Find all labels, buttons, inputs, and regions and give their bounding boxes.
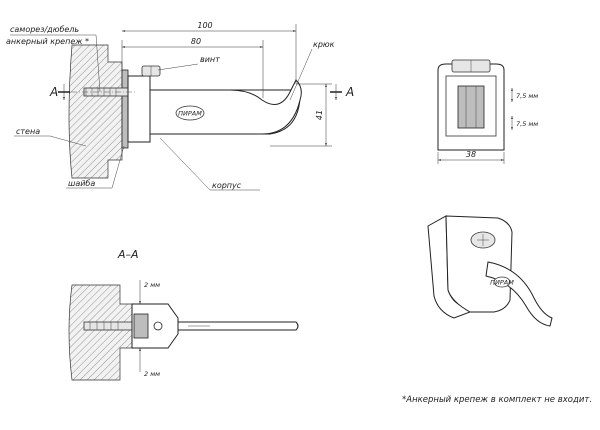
iso-brand-text: ПИРАМ [490,279,514,287]
footnote: *Анкерный крепеж в комплект не входит. [402,395,592,405]
dim-gap-lower: 7,5 мм [516,120,538,128]
iso-housing [445,215,513,313]
dim-width: 38 [466,150,476,159]
label-screw: винт [200,55,220,64]
section-nut [133,313,149,339]
section-view: A–A 2 мм 2 мм [68,248,299,381]
dim-body-length: 80 [191,37,201,46]
iso-brand-oval [493,276,511,288]
label-screw-dowel-1: саморез/дюбель [10,25,79,34]
section-pin [153,321,163,331]
dim-overall-length: 100 [197,21,212,30]
label-screw-dowel-2: анкерный крепеж * [6,37,89,46]
label-wall: стена [16,127,40,136]
isometric-view: ПИРАМ [427,215,553,327]
dim-gap-upper: 7,5 мм [516,92,538,100]
section-mark-right: A [345,85,354,99]
dim-clearance-top: 2 мм [144,281,160,289]
washer-shape [121,69,129,149]
dim-height: 41 [315,110,324,120]
wall-section [68,44,123,179]
section-wall [68,284,133,381]
section-mark-left: A [49,85,58,99]
label-housing: корпус [212,181,242,190]
front-view: 38 7,5 мм 7,5 мм [437,59,538,164]
front-hook-face [457,85,485,129]
label-washer: шайба [68,179,95,188]
section-hook-rod [177,321,299,331]
hook-profile [149,79,302,135]
brand-oval [175,105,205,121]
brand-text: ПИРАМ [178,110,202,118]
section-screw [83,321,137,331]
dim-clearance-bottom: 2 мм [144,370,160,378]
side-view: ПИРАМ 100 80 41 A A саморез/дюбель анкер… [6,21,354,191]
section-title: A–A [117,248,139,261]
label-hook: крюк [313,40,335,49]
